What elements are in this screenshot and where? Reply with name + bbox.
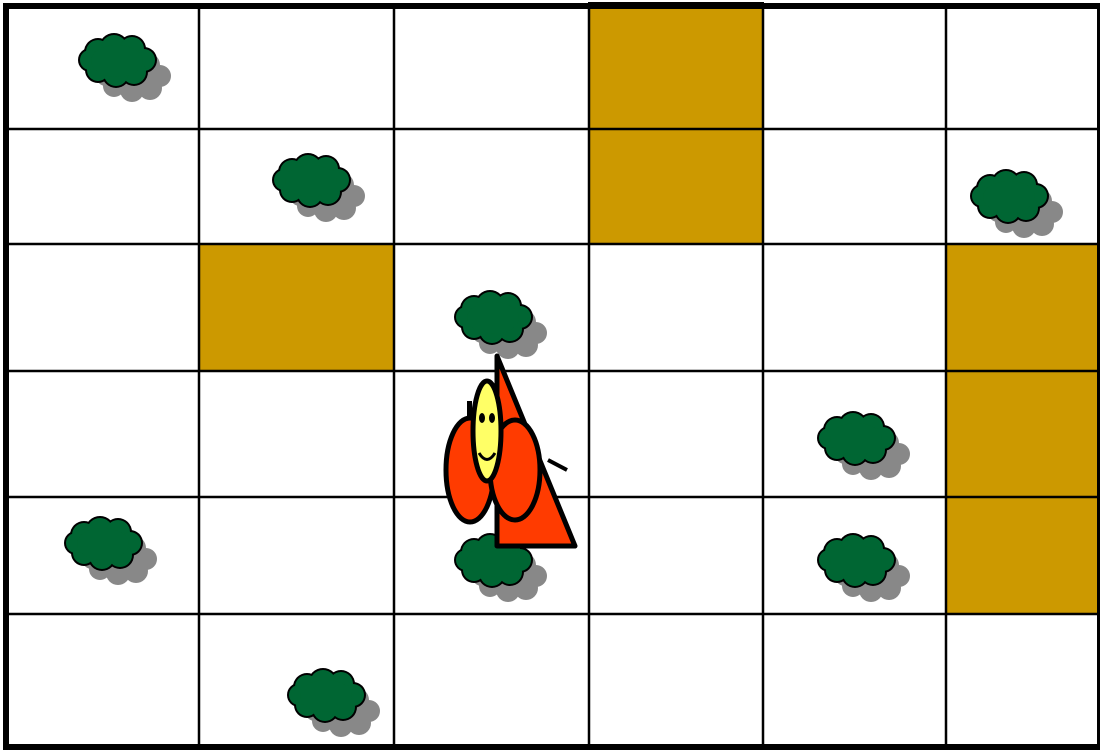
grid-cell — [946, 6, 1100, 129]
grid-cell — [589, 497, 763, 614]
grid-cell — [763, 6, 946, 129]
wall-block — [589, 3, 763, 244]
grid-cell — [199, 371, 394, 497]
grid-cell — [946, 614, 1100, 747]
grid-cell — [394, 6, 589, 129]
grid-cell — [763, 614, 946, 747]
wall-block — [946, 244, 1100, 614]
grid-cell — [6, 371, 199, 497]
grid-cell — [6, 614, 199, 747]
grid-cell — [394, 614, 589, 747]
wall-block — [199, 244, 394, 371]
grid-cells — [6, 6, 1100, 747]
grid-cell — [199, 497, 394, 614]
grid-cell — [589, 614, 763, 747]
grid-cell — [199, 6, 394, 129]
grid-cell — [589, 371, 763, 497]
grid-cell — [6, 129, 199, 244]
grid-cell — [763, 129, 946, 244]
grid-cell — [394, 129, 589, 244]
grid-cell — [6, 244, 199, 371]
grid-cell — [763, 244, 946, 371]
grid-cell — [589, 244, 763, 371]
